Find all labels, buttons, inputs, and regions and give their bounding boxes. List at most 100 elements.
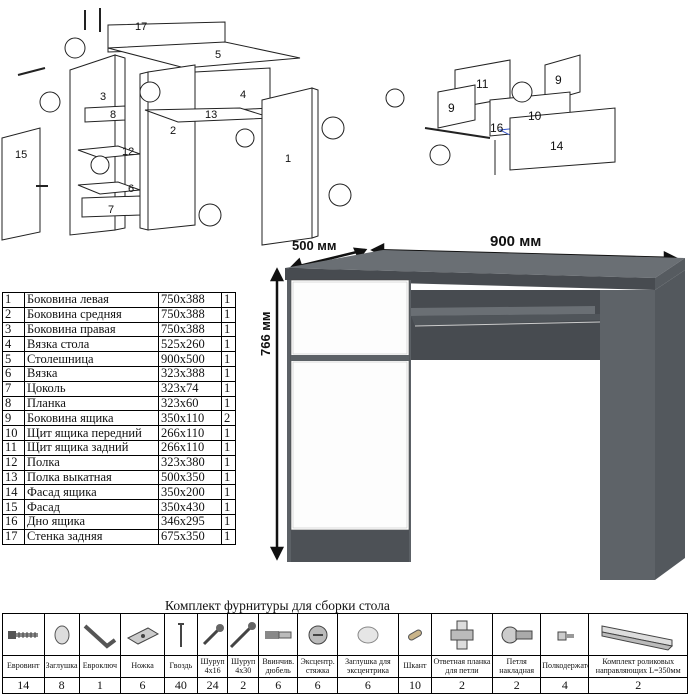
part-name: Фасад: [24, 499, 159, 515]
kit-item-label: Полкодержатель: [540, 655, 590, 678]
part-qty: 1: [221, 513, 236, 530]
cam-cap-icon: [336, 613, 400, 656]
part-name: Боковина левая: [24, 292, 159, 308]
part-num: 15: [2, 499, 25, 515]
foot-icon: [120, 613, 165, 656]
part-size: 323x388: [158, 365, 222, 382]
diagram-label: 1: [285, 153, 291, 165]
part-num: 10: [2, 425, 25, 441]
part-size: 346x295: [158, 513, 222, 530]
kit-item-label: Евроключ: [78, 655, 122, 678]
hinge-plate-icon: [430, 613, 494, 656]
part-num: 4: [2, 336, 25, 353]
part-qty: 1: [221, 351, 236, 367]
kit-item-label: Эксцентр. стяжка: [297, 655, 338, 678]
part-qty: 1: [221, 499, 236, 515]
dowel-screw-icon: [257, 613, 299, 656]
cam-lock-icon: [297, 613, 338, 656]
part-size: 750x388: [158, 321, 222, 338]
part-num: 17: [2, 528, 25, 545]
diagram-label: 8: [110, 109, 116, 121]
kit-item-label: Заглушка: [43, 655, 80, 678]
kit-item-qty: 6: [257, 677, 299, 694]
part-size: 750x388: [158, 306, 222, 323]
kit-item-qty: 6: [297, 677, 338, 694]
kit-item-label: Шкант: [398, 655, 432, 678]
part-size: 500x350: [158, 469, 222, 486]
part-qty: 1: [221, 306, 236, 323]
screw-long-icon: [227, 613, 259, 656]
part-size: 323x380: [158, 454, 222, 471]
hinge-icon: [492, 613, 542, 656]
kit-item-label: Петля накладная: [492, 655, 542, 678]
desk-illustration: [269, 242, 685, 580]
part-name: Фасад ящика: [24, 484, 159, 501]
part-size: 266x110: [158, 425, 222, 441]
exploded-assembly-diagram: 17 5 3 4 8 2 13 12 15 1 6 7: [1, 8, 352, 246]
diagram-label: 7: [108, 204, 114, 216]
part-num: 16: [2, 513, 25, 530]
kit-item-qty: 2: [492, 677, 542, 694]
diagram-label: 12: [122, 146, 134, 158]
part-name: Цоколь: [24, 380, 159, 397]
part-name: Вязка: [24, 365, 159, 382]
part-qty: 2: [221, 410, 236, 427]
part-qty: 1: [221, 484, 236, 501]
kit-item-qty: 2: [588, 677, 688, 694]
shelf-pin-icon: [540, 613, 590, 656]
diagram-label: 15: [15, 149, 27, 161]
part-size: 750x388: [158, 292, 222, 308]
part-size: 350x430: [158, 499, 222, 515]
part-qty: 1: [221, 454, 236, 471]
kit-item-label: Шуруп 4x16: [196, 655, 229, 678]
kit-item-label: Ввинчив. дюбель: [257, 655, 299, 678]
part-num: 6: [2, 365, 25, 382]
kit-item-label: Шуруп 4x30: [227, 655, 259, 678]
diagram-label: 13: [205, 109, 217, 121]
part-qty: 1: [221, 380, 236, 397]
kit-item-qty: 8: [43, 677, 80, 694]
part-num: 7: [2, 380, 25, 397]
part-size: 266x110: [158, 439, 222, 456]
diagram-label: 10: [528, 109, 542, 123]
roller-rail-icon: [588, 613, 688, 656]
part-size: 675x350: [158, 528, 222, 545]
part-name: Полка: [24, 454, 159, 471]
kit-item-qty: 1: [78, 677, 122, 694]
kit-item-label: Гвоздь: [163, 655, 198, 678]
part-num: 5: [2, 351, 25, 367]
part-qty: 1: [221, 321, 236, 338]
part-name: Щит ящика передний: [24, 425, 159, 441]
hardware-kit-title: Комплект фурнитуры для сборки стола: [165, 598, 390, 613]
hex-key-icon: [78, 613, 122, 656]
kit-item-qty: 24: [196, 677, 229, 694]
part-name: Стенка задняя: [24, 528, 159, 545]
diagram-label: 5: [215, 49, 221, 61]
kit-item-qty: 40: [163, 677, 198, 694]
screw-short-icon: [196, 613, 229, 656]
diagram-label: 16: [490, 121, 504, 135]
width-dimension: 900 мм: [490, 233, 542, 250]
kit-item-qty: 6: [120, 677, 165, 694]
part-name: Планка: [24, 395, 159, 412]
part-num: 13: [2, 469, 25, 486]
part-size: 323x60: [158, 395, 222, 412]
diagram-label: 3: [100, 91, 106, 103]
kit-item-qty: 2: [227, 677, 259, 694]
part-num: 11: [2, 439, 25, 456]
part-size: 350x110: [158, 410, 222, 427]
part-name: Боковина ящика: [24, 410, 159, 427]
dowel-icon: [398, 613, 432, 656]
diagram-label: 4: [240, 89, 246, 101]
